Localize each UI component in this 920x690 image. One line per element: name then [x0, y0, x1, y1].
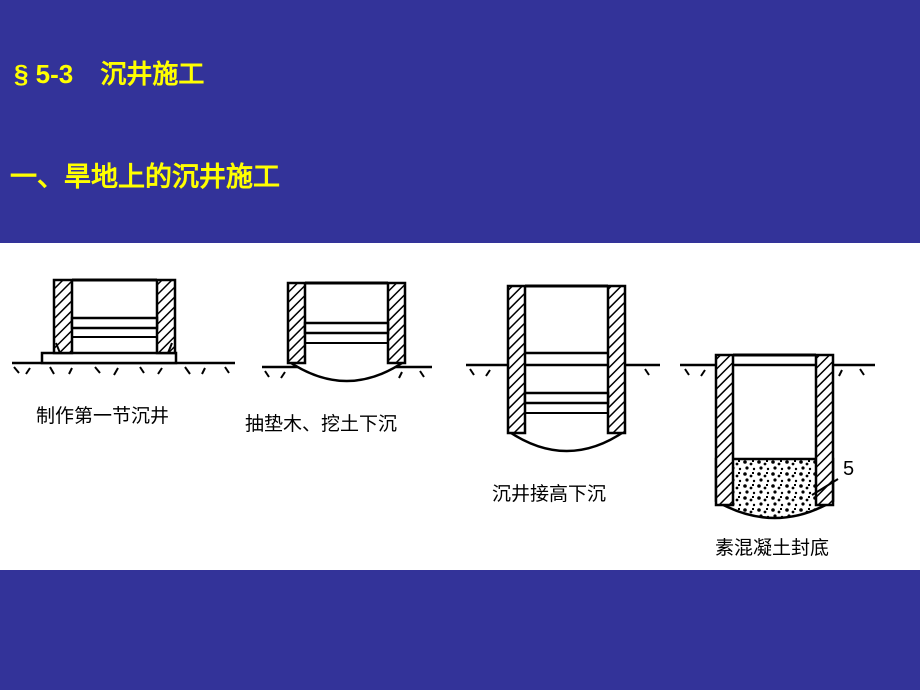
- subsection-title: 一、旱地上的沉井施工: [10, 162, 280, 193]
- step3-figure: [466, 284, 660, 453]
- diagram-panel: 5 制作第一节沉井 抽垫木、挖土下沉 沉井接高下沉 素混凝土封底: [0, 243, 920, 570]
- section-number: § 5-3: [14, 59, 74, 89]
- step1-caption: 制作第一节沉井: [36, 405, 170, 427]
- step3-caption: 沉井接高下沉: [492, 483, 607, 505]
- section-title: § 5-3 沉井施工: [14, 54, 204, 91]
- step2-caption: 抽垫木、挖土下沉: [245, 413, 398, 435]
- section-title-text: 沉井施工: [100, 60, 205, 90]
- step2-figure: [262, 281, 432, 383]
- caisson-construction-diagram: 5: [12, 278, 875, 520]
- step4-callout-number: 5: [843, 458, 854, 480]
- step4-figure: 5: [680, 353, 875, 520]
- step1-figure: [12, 278, 235, 376]
- step4-caption: 素混凝土封底: [715, 537, 830, 559]
